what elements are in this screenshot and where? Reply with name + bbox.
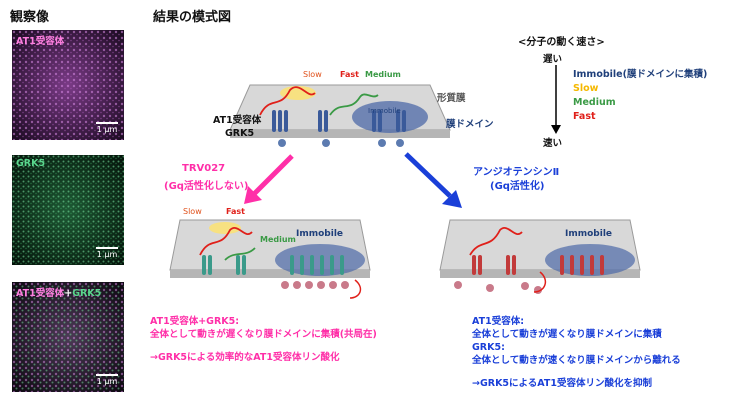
speed-arrow — [551, 65, 561, 134]
domain-label: 膜ドメイン — [446, 119, 494, 130]
legend-fast-end: 速い — [543, 138, 563, 149]
micrograph-merge-image — [12, 282, 124, 392]
top-schematic — [229, 84, 451, 147]
micrograph-label: AT1受容体+GRK5 — [16, 288, 102, 299]
left-result-text: AT1受容体+GRK5: 全体として動きが遅くなり膜ドメインに集積(共局在) →… — [150, 316, 377, 363]
right-result-text: AT1受容体: 全体として動きが遅くなり膜ドメインに集積 GRK5: 全体として… — [472, 316, 681, 389]
left-immobile-label: Immobile — [296, 229, 344, 239]
micrograph-column-title: 観察像 — [10, 10, 50, 25]
scale-bar: 1 μm — [96, 122, 118, 134]
legend-item-slow: Slow — [573, 83, 599, 94]
legend-item-medium: Medium — [573, 97, 616, 108]
left-schematic — [169, 219, 371, 299]
micrograph-grk5-image — [12, 155, 124, 265]
angiotensin-label: アンジオテンシンⅡ — [473, 167, 560, 178]
fast-trajectory — [259, 86, 316, 116]
legend-title: <分子の動く速さ> — [518, 37, 605, 48]
kinase-label: GRK5 — [225, 128, 255, 139]
membrane-edge — [230, 130, 450, 138]
micrograph-grk5: GRK5 1 μm — [12, 155, 124, 265]
membrane-domain — [352, 101, 428, 133]
top-immobile-label: Immobile — [368, 107, 401, 115]
receptor-label: AT1受容体 — [213, 115, 262, 126]
micrograph-at1-image — [12, 30, 124, 140]
arrow-angiotensin — [404, 152, 462, 208]
micrograph-at1: AT1受容体 1 μm — [12, 30, 124, 140]
left-slow-label: Slow — [183, 207, 202, 216]
arrow-trv027 — [244, 154, 294, 204]
diagram-title: 結果の模式図 — [153, 10, 232, 25]
micrograph-label: AT1受容体 — [16, 36, 65, 47]
medium-trajectory — [329, 93, 379, 116]
top-fast-label: Fast — [340, 70, 359, 79]
left-medium-label: Medium — [260, 235, 296, 244]
legend-slow-end: 遅い — [543, 54, 563, 65]
top-slow-label: Slow — [303, 70, 322, 79]
membrane-label: 形質膜 — [437, 93, 466, 104]
left-fast-label: Fast — [226, 207, 245, 216]
right-schematic — [439, 219, 641, 294]
scale-bar: 1 μm — [96, 247, 118, 259]
legend-items: Immobile(膜ドメインに集積) Slow Medium Fast — [573, 68, 707, 124]
trv027-condition: (Gq活性化しない) — [164, 181, 249, 192]
micrograph-label: GRK5 — [16, 158, 46, 169]
angiotensin-condition: (Gq活性化) — [490, 181, 545, 192]
right-immobile-label: Immobile — [565, 229, 613, 239]
scale-bar: 1 μm — [96, 374, 118, 386]
top-medium-label: Medium — [365, 70, 401, 79]
legend-item-fast: Fast — [573, 111, 596, 122]
micrograph-merge: AT1受容体+GRK5 1 μm — [12, 282, 124, 392]
trv027-label: TRV027 — [182, 163, 226, 174]
legend-item-immobile: Immobile(膜ドメインに集積) — [573, 69, 708, 80]
